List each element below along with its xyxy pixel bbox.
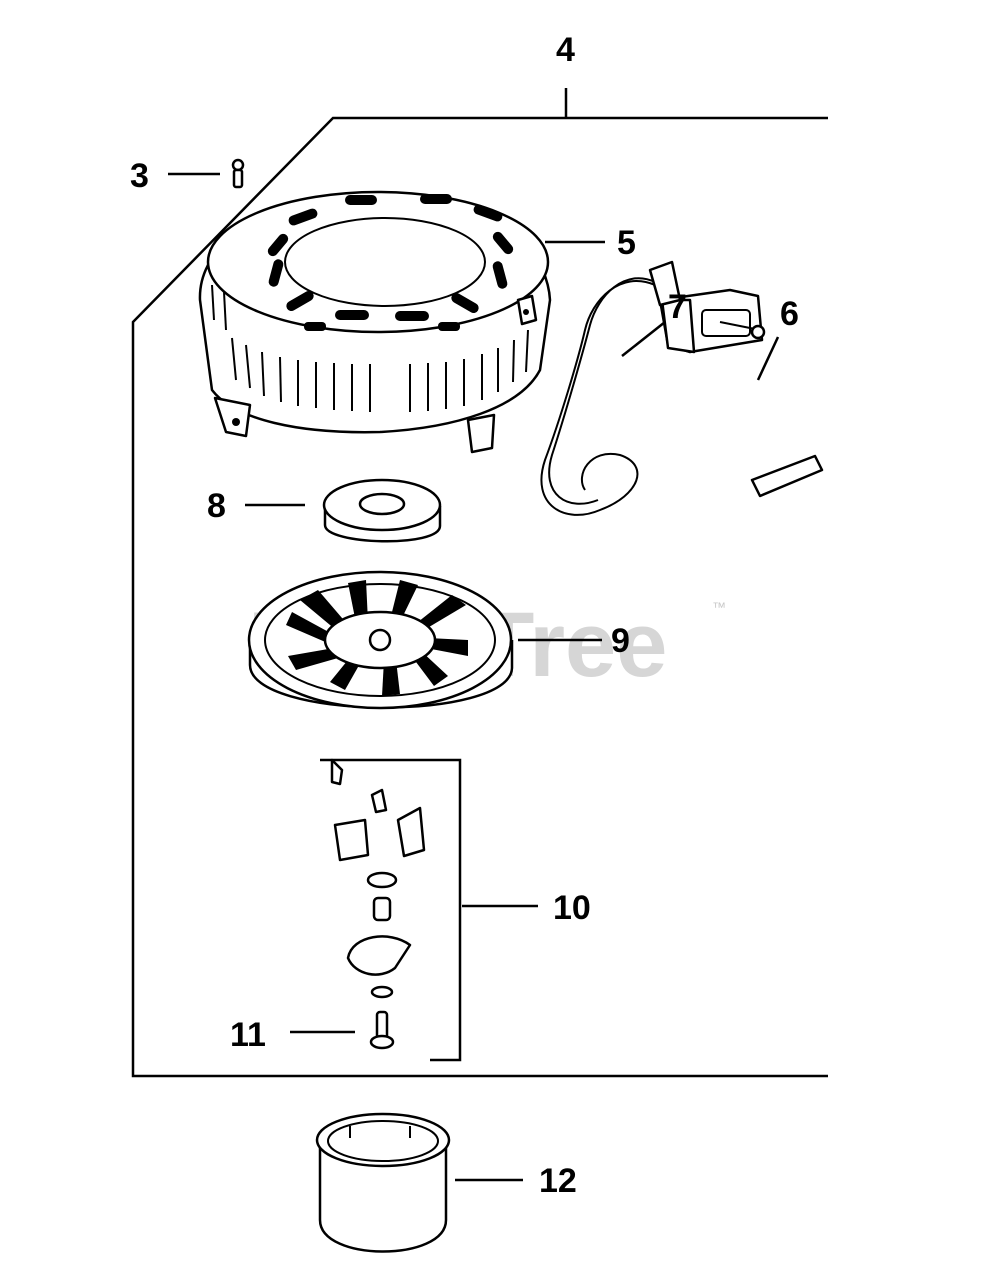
callout-5: 5 [617, 224, 636, 262]
part-10-ratchet-kit [320, 758, 462, 1062]
part-3-screw [231, 158, 245, 189]
assembly-boundary [131, 88, 828, 1078]
part-9-pulley [247, 570, 514, 710]
callout-6: 6 [780, 295, 799, 333]
watermark-trademark: ™ [712, 599, 726, 615]
callout-4: 4 [556, 31, 575, 69]
callout-8: 8 [207, 487, 226, 525]
callout-9: 9 [611, 622, 630, 660]
part-12-cup [315, 1112, 451, 1253]
leader-lines [168, 172, 780, 1182]
part-5-starter-housing [198, 190, 552, 454]
callout-12: 12 [539, 1162, 577, 1200]
part-8-washer [322, 478, 442, 543]
callout-3: 3 [130, 157, 149, 195]
part-6-7-handle-rope [540, 260, 824, 516]
callouts: 3 4 5 6 7 8 9 10 11 12 [130, 31, 799, 1200]
callout-11: 11 [230, 1016, 266, 1054]
callout-10: 10 [553, 889, 591, 927]
callout-7: 7 [668, 288, 687, 326]
